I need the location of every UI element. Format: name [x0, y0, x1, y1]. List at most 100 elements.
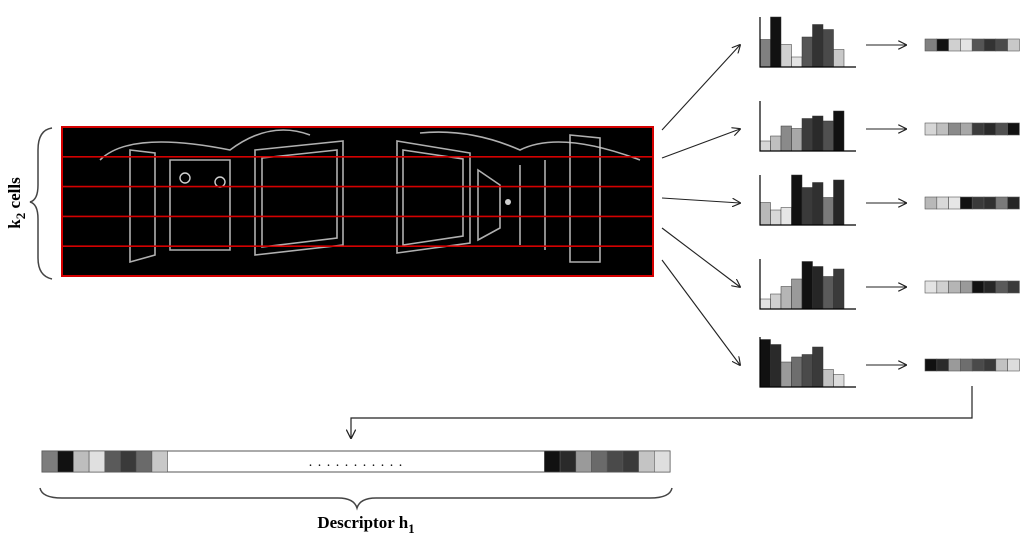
strip-cell [971, 196, 985, 210]
histogram-bar [770, 135, 782, 152]
histogram-bar [759, 339, 771, 388]
concatenate-connector [351, 386, 973, 438]
left-door-edge [129, 149, 156, 264]
strip-cell [1007, 280, 1020, 294]
descriptor-cell [606, 450, 624, 473]
strip-cell [936, 358, 949, 372]
cell-arrow [661, 259, 740, 365]
strip-cell [971, 38, 985, 52]
strip-cell [960, 280, 973, 294]
cell-to-histogram-arrows [661, 45, 740, 365]
histogram-axes [759, 259, 856, 310]
strip-cell [936, 38, 949, 52]
strip-cell [924, 122, 938, 136]
cell-arrow [661, 45, 740, 131]
histogram-bar [780, 207, 792, 226]
strip-cell [960, 38, 973, 52]
histogram [759, 16, 856, 68]
histogram [759, 337, 856, 388]
strip-cell [936, 196, 949, 210]
strip-cell [983, 358, 997, 372]
histogram-axes [759, 101, 856, 152]
cell-arrow [661, 227, 740, 287]
histogram-bar [759, 202, 771, 226]
descriptor-brace [39, 487, 673, 511]
histogram-bar [791, 174, 803, 226]
histogram-bar [791, 56, 803, 68]
histogram-bar [833, 268, 845, 310]
strip-cell [983, 196, 997, 210]
descriptor-cell [638, 450, 655, 473]
descriptor-cell [544, 450, 561, 473]
histogram-bar [770, 293, 782, 310]
light-spot [505, 199, 511, 205]
histogram-axes [759, 17, 856, 68]
strip-cell [995, 196, 1008, 210]
strip-cell [948, 280, 961, 294]
strip-cell [1007, 196, 1020, 210]
descriptor-cell [88, 450, 106, 473]
histogram-bar [801, 187, 813, 226]
strip-cell [971, 122, 985, 136]
strip-cell [936, 122, 949, 136]
descriptor-label: Descriptor h1 [317, 513, 414, 536]
strip-cell [948, 122, 961, 136]
fixture-edge [179, 172, 191, 184]
histogram-bar [812, 24, 824, 68]
strip-cell [960, 358, 973, 372]
strip-cell [948, 358, 961, 372]
histogram-bar [812, 266, 824, 310]
descriptor-left-cells [41, 450, 168, 473]
strip-cell [995, 280, 1008, 294]
descriptor-cell [622, 450, 639, 473]
descriptor-cell [559, 450, 577, 473]
histogram-bar [791, 278, 803, 310]
histogram-bar [759, 298, 771, 310]
histogram-bar [791, 356, 803, 388]
strip-cell [1007, 358, 1020, 372]
descriptor-cell [104, 450, 121, 473]
corridor-posts [519, 160, 546, 250]
cells-brace [29, 127, 53, 280]
edge-texture [99, 129, 641, 264]
descriptor-cell [73, 450, 90, 473]
strip-cell [960, 196, 973, 210]
histogram-strip [924, 196, 1020, 210]
strip-cell [924, 38, 938, 52]
histogram-bar [770, 16, 782, 68]
histogram-bar [812, 346, 824, 388]
histogram-axes [759, 337, 856, 388]
strip-cell [1007, 38, 1020, 52]
histogram-bar [791, 128, 803, 152]
descriptor-right-cells [544, 450, 671, 473]
histogram-bar [822, 29, 834, 68]
histogram-bar [801, 118, 813, 152]
histogram-bar [801, 354, 813, 388]
descriptor-cell [135, 450, 153, 473]
histogram-strips [924, 38, 1020, 372]
descriptor-cell [57, 450, 74, 473]
panorama-background [62, 127, 653, 276]
histogram-bar [822, 369, 834, 388]
histogram-strip [924, 358, 1020, 372]
descriptor-cell [41, 450, 58, 473]
descriptor-cell [120, 450, 137, 473]
descriptor-cell [575, 450, 592, 473]
strip-cell [948, 196, 961, 210]
strip-cell [924, 358, 938, 372]
histograms [759, 16, 856, 388]
strip-cell [1007, 122, 1020, 136]
cell-arrow [661, 197, 740, 203]
strip-cell [924, 280, 938, 294]
panorama-border [61, 126, 654, 277]
cabinet-edge [169, 159, 231, 251]
descriptor-bar: . . . . . . . . . . . [41, 450, 671, 473]
histogram [759, 174, 856, 226]
histogram-bar [833, 49, 845, 68]
strip-cell [995, 122, 1008, 136]
descriptor-cell [591, 450, 608, 473]
histogram-bar [780, 125, 792, 152]
strip-cell [948, 38, 961, 52]
histogram-bar [833, 374, 845, 388]
